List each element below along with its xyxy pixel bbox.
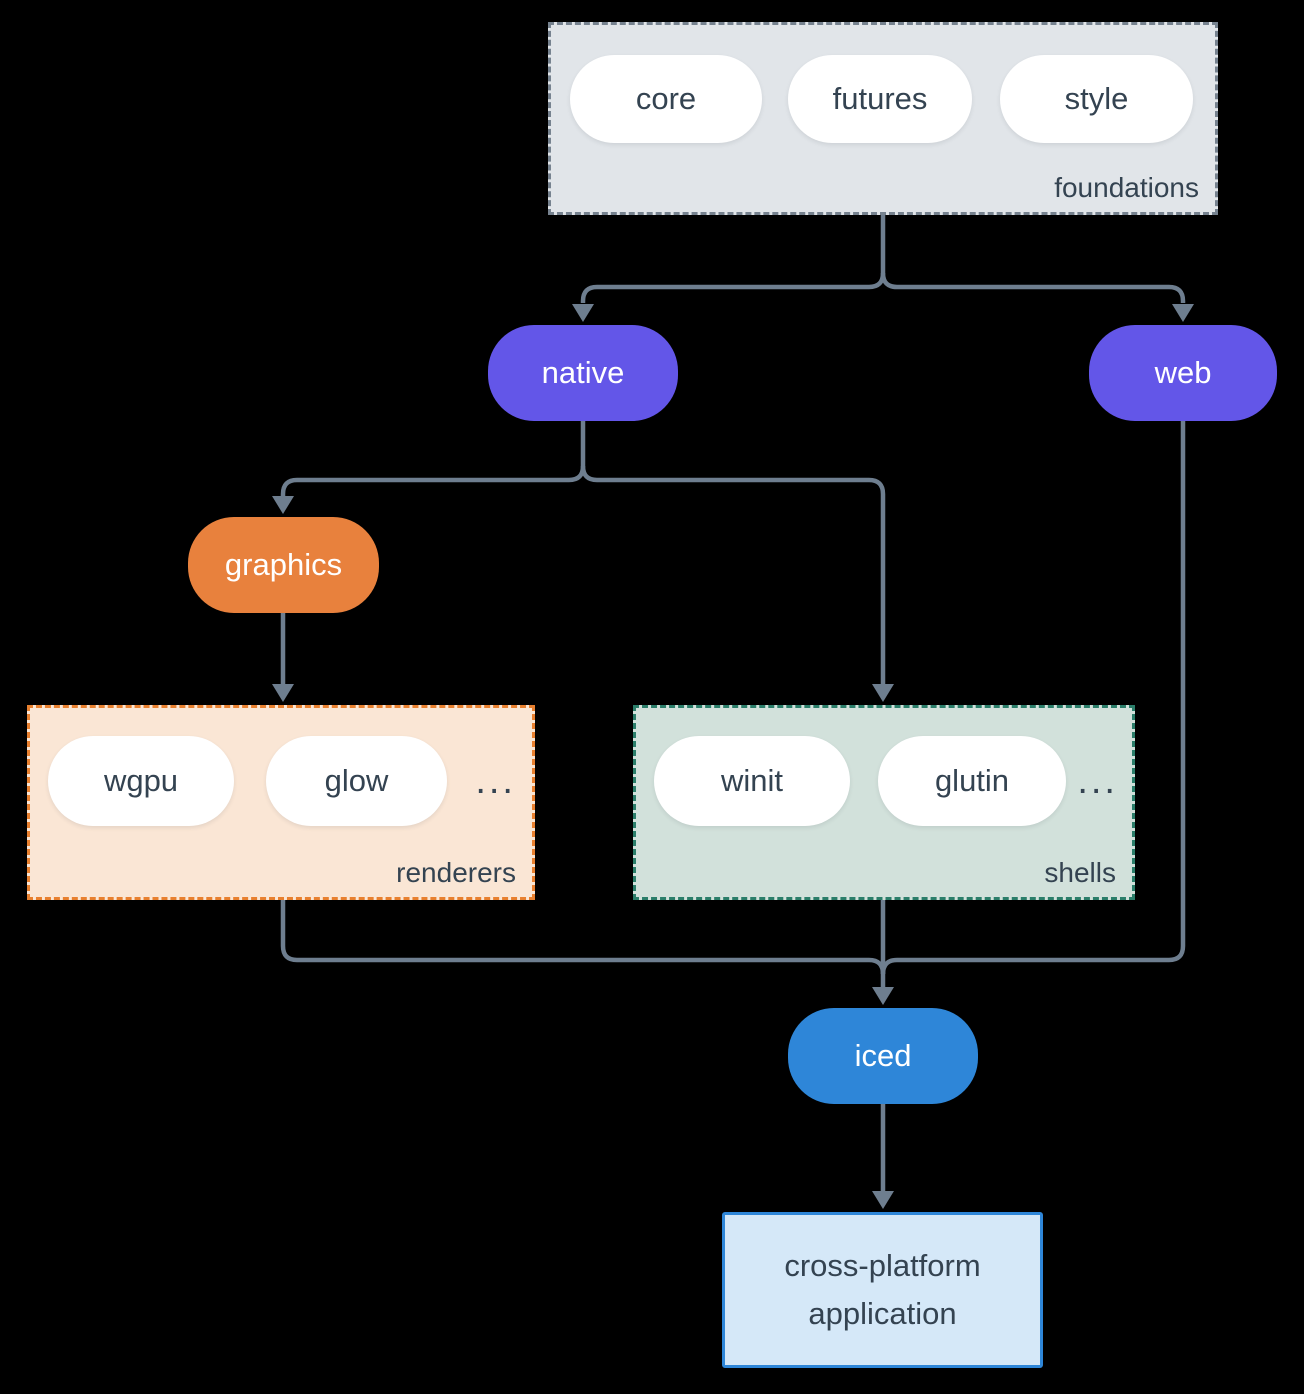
- arrowhead-renderers: [272, 684, 294, 702]
- node-style: style: [1000, 55, 1193, 143]
- group-shells: winit glutin ... shells: [633, 705, 1135, 900]
- application-label-line1: cross-platform: [784, 1247, 981, 1283]
- node-native: native: [488, 325, 678, 421]
- node-web: web: [1089, 325, 1277, 421]
- node-winit: winit: [654, 736, 850, 826]
- arrowhead-application: [872, 1191, 894, 1209]
- group-shells-label: shells: [1044, 857, 1116, 888]
- node-cross-platform-application: cross-platform application: [722, 1212, 1043, 1368]
- group-renderers: wgpu glow ... renderers: [27, 705, 535, 900]
- node-winit-label: winit: [720, 763, 783, 798]
- node-style-label: style: [1064, 81, 1129, 116]
- node-graphics: graphics: [188, 517, 379, 613]
- edge-native-shells: [580, 465, 886, 685]
- arrowhead-shells: [872, 684, 894, 702]
- node-futures: futures: [788, 55, 972, 143]
- node-graphics-label: graphics: [224, 547, 343, 582]
- group-renderers-label: renderers: [396, 857, 516, 888]
- edge-renderers-iced: [280, 900, 886, 975]
- node-core: core: [570, 55, 762, 143]
- node-iced: iced: [788, 1008, 978, 1104]
- renderers-ellipsis: ...: [475, 760, 516, 802]
- arrowhead-iced: [872, 987, 894, 1005]
- node-glutin: glutin: [878, 736, 1066, 826]
- node-web-label: web: [1154, 355, 1212, 390]
- group-foundations-label: foundations: [1054, 172, 1199, 203]
- node-wgpu-label: wgpu: [103, 763, 179, 798]
- shells-ellipsis: ...: [1077, 760, 1118, 802]
- node-wgpu: wgpu: [48, 736, 234, 826]
- node-glow-label: glow: [324, 763, 389, 798]
- arrowhead-web: [1172, 304, 1194, 322]
- edge-native-graphics: [280, 421, 586, 497]
- arrowhead-native: [572, 304, 594, 322]
- node-glutin-label: glutin: [934, 763, 1010, 798]
- edge-foundations-native: [580, 215, 886, 304]
- node-core-label: core: [635, 81, 697, 116]
- application-label-line2: application: [808, 1296, 957, 1331]
- node-native-label: native: [541, 355, 625, 390]
- arrowhead-graphics: [272, 496, 294, 514]
- edge-foundations-web: [880, 272, 1186, 304]
- node-futures-label: futures: [832, 81, 928, 116]
- group-foundations: core futures style foundations: [548, 22, 1218, 215]
- node-glow: glow: [266, 736, 447, 826]
- node-iced-label: iced: [854, 1038, 912, 1073]
